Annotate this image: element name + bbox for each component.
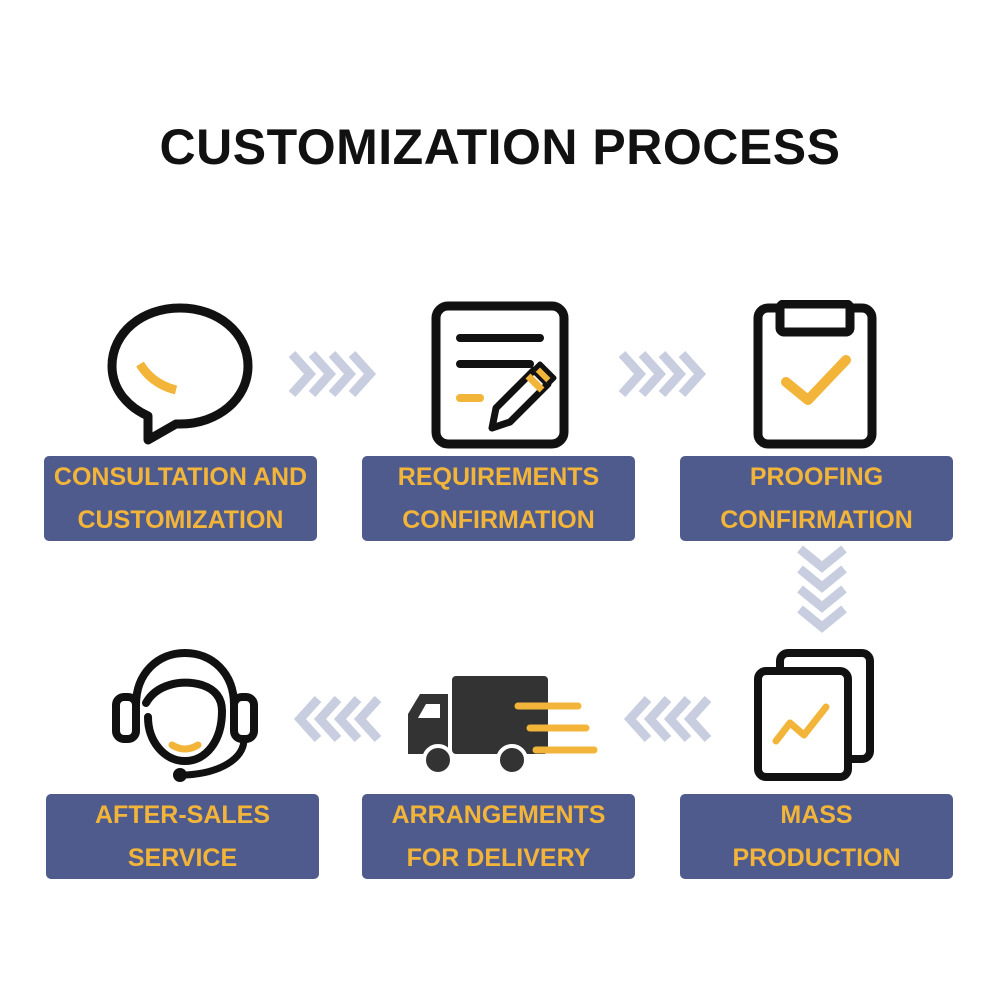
step-line: CONSULTATION AND (53, 462, 308, 491)
speech-bubble-icon (107, 303, 253, 445)
step-line: PROOFING (749, 462, 884, 491)
step-line: CUSTOMIZATION (77, 505, 284, 534)
step-line: PRODUCTION (732, 843, 901, 872)
delivery-truck-icon (408, 676, 598, 776)
document-pencil-icon (431, 301, 569, 449)
step-mass-production-label: MASS PRODUCTION (680, 794, 953, 879)
step-after-sales-label: AFTER-SALES SERVICE (46, 794, 319, 879)
clipboard-check-icon (753, 300, 877, 449)
step-consultation-label: CONSULTATION AND CUSTOMIZATION (44, 456, 317, 541)
step-line: AFTER-SALES (95, 800, 270, 829)
headset-agent-icon (112, 648, 258, 782)
step-line: MASS (780, 800, 853, 829)
chart-pages-icon (754, 649, 874, 781)
step-line: CONFIRMATION (720, 505, 913, 534)
step-proofing-label: PROOFING CONFIRMATION (680, 456, 953, 541)
step-line: ARRANGEMENTS (391, 800, 606, 829)
step-line: REQUIREMENTS (397, 462, 600, 491)
arrow-down (797, 545, 847, 633)
step-line: CONFIRMATION (402, 505, 595, 534)
page-title: CUSTOMIZATION PROCESS (159, 119, 841, 175)
step-line: SERVICE (127, 843, 238, 872)
arrow-left-2 (293, 695, 382, 743)
step-requirements-label: REQUIREMENTS CONFIRMATION (362, 456, 635, 541)
step-line: FOR DELIVERY (406, 843, 591, 872)
arrow-right-1 (288, 350, 377, 398)
arrow-left-1 (623, 695, 712, 743)
step-delivery-label: ARRANGEMENTS FOR DELIVERY (362, 794, 635, 879)
arrow-right-2 (618, 350, 707, 398)
